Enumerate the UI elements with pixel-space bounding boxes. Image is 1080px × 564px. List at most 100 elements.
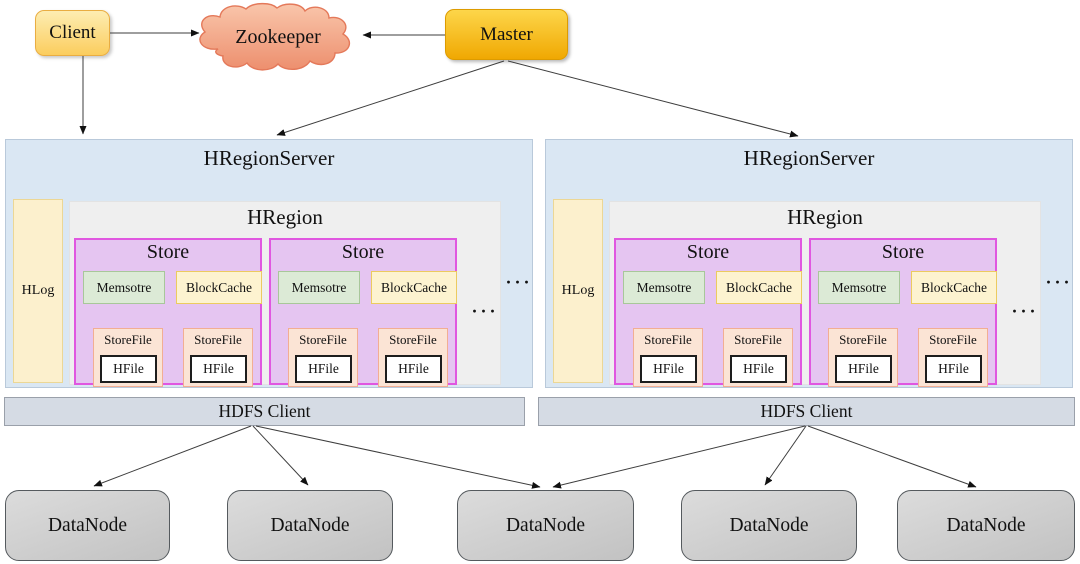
hregion-title: HRegion: [247, 205, 323, 229]
hfile-box: HFile: [640, 355, 697, 383]
arrow-hdfs1-to-datanode2: [252, 425, 309, 486]
storefile-label: StoreFile: [389, 332, 437, 347]
hlog-label: HLog: [561, 283, 595, 298]
storefile-label: StoreFile: [299, 332, 347, 347]
datanode-1: DataNode: [5, 490, 170, 561]
hfile-box: HFile: [100, 355, 157, 383]
blockcache-box: BlockCache: [716, 271, 802, 304]
datanode-3: DataNode: [457, 490, 634, 561]
zookeeper-node: Zookeeper: [192, 1, 364, 74]
store-title: Store: [686, 241, 730, 263]
storefile-label: StoreFile: [929, 332, 977, 347]
hfile-label: HFile: [653, 361, 684, 376]
storefile-label: StoreFile: [194, 332, 242, 347]
arrow-hdfs2-to-datanode3: [552, 425, 806, 489]
memstore-box: Memsotre: [83, 271, 165, 304]
blockcache-label: BlockCache: [381, 279, 447, 295]
hfile-box: HFile: [835, 355, 892, 383]
storefile-box: StoreFile HFile: [633, 328, 703, 387]
datanode-label: DataNode: [47, 514, 128, 536]
blockcache-label: BlockCache: [921, 279, 987, 295]
datanode-4: DataNode: [681, 490, 857, 561]
arrow-master-to-server2: [507, 60, 799, 138]
arrow-hdfs2-to-datanode4: [764, 425, 807, 486]
arrow-hdfs1-to-datanode1: [93, 425, 252, 487]
hfile-label: HFile: [113, 361, 144, 376]
zookeeper-cloud-shape: [192, 1, 364, 74]
hfile-label: HFile: [398, 361, 429, 376]
storefile-label: StoreFile: [644, 332, 692, 347]
hregion-box: HRegion Store Memsotre BlockCache StoreF…: [69, 201, 501, 387]
datanode-5: DataNode: [897, 490, 1075, 561]
hdfs-client-label: HDFS Client: [218, 401, 311, 421]
store-title: Store: [341, 241, 385, 263]
storefile-box: StoreFile HFile: [828, 328, 898, 387]
hfile-box: HFile: [925, 355, 982, 383]
store-title: Store: [146, 241, 190, 263]
storefile-box: StoreFile HFile: [723, 328, 793, 387]
region-server-title: HRegionServer: [743, 146, 875, 170]
datanode-label: DataNode: [270, 514, 350, 536]
blockcache-box: BlockCache: [911, 271, 997, 304]
more-stores-ellipsis: ···: [1011, 301, 1039, 321]
memstore-label: Memsotre: [291, 279, 347, 295]
zookeeper-label: Zookeeper: [235, 26, 321, 48]
datanode-label: DataNode: [505, 514, 586, 536]
client-label: Client: [49, 22, 96, 43]
region-server-1: HRegionServer HLog HRegion Store Memsotr…: [5, 139, 533, 388]
hfile-box: HFile: [295, 355, 352, 383]
datanode-label: DataNode: [946, 514, 1026, 536]
hdfs-client-bar-1: HDFS Client: [4, 397, 525, 426]
cloud-icon: [199, 2, 351, 71]
storefile-box: StoreFile HFile: [378, 328, 448, 387]
hlog-box: HLog: [553, 199, 603, 383]
blockcache-label: BlockCache: [726, 279, 792, 295]
hfile-box: HFile: [385, 355, 442, 383]
master-label: Master: [480, 23, 533, 45]
storefile-label: StoreFile: [839, 332, 887, 347]
blockcache-box: BlockCache: [371, 271, 457, 304]
client-node: Client: [35, 10, 110, 56]
store-box: Store Memsotre BlockCache StoreFile HFil…: [269, 238, 457, 387]
store-box: Store Memsotre BlockCache StoreFile HFil…: [809, 238, 997, 387]
memstore-label: Memsotre: [831, 279, 887, 295]
storefile-label: StoreFile: [734, 332, 782, 347]
memstore-box: Memsotre: [278, 271, 360, 304]
store-box: Store Memsotre BlockCache StoreFile HFil…: [74, 238, 262, 387]
arrow-hdfs2-to-datanode5: [807, 425, 977, 488]
store-title: Store: [881, 241, 925, 263]
hfile-label: HFile: [743, 361, 774, 376]
hregion-title: HRegion: [787, 205, 863, 229]
blockcache-box: BlockCache: [176, 271, 262, 304]
storefile-box: StoreFile HFile: [183, 328, 253, 387]
memstore-label: Memsotre: [96, 279, 152, 295]
datanode-2: DataNode: [227, 490, 393, 561]
memstore-box: Memsotre: [818, 271, 900, 304]
hdfs-client-label: HDFS Client: [760, 401, 853, 421]
storefile-box: StoreFile HFile: [918, 328, 988, 387]
hfile-label: HFile: [308, 361, 339, 376]
hfile-box: HFile: [190, 355, 247, 383]
hfile-label: HFile: [938, 361, 969, 376]
memstore-box: Memsotre: [623, 271, 705, 304]
master-node: Master: [445, 9, 568, 60]
hfile-label: HFile: [848, 361, 879, 376]
arrow-hdfs1-to-datanode3: [255, 425, 541, 489]
store-box: Store Memsotre BlockCache StoreFile HFil…: [614, 238, 802, 387]
hlog-box: HLog: [13, 199, 63, 383]
more-hregions-ellipsis: ···: [505, 272, 533, 292]
more-hregions-ellipsis: ···: [1045, 272, 1073, 292]
memstore-label: Memsotre: [636, 279, 692, 295]
region-server-title: HRegionServer: [203, 146, 335, 170]
datanode-label: DataNode: [729, 514, 809, 536]
hregion-box: HRegion Store Memsotre BlockCache StoreF…: [609, 201, 1041, 387]
storefile-box: StoreFile HFile: [93, 328, 163, 387]
hdfs-client-bar-2: HDFS Client: [538, 397, 1075, 426]
storefile-label: StoreFile: [104, 332, 152, 347]
hfile-box: HFile: [730, 355, 787, 383]
storefile-box: StoreFile HFile: [288, 328, 358, 387]
blockcache-label: BlockCache: [186, 279, 252, 295]
region-server-2: HRegionServer HLog HRegion Store Memsotr…: [545, 139, 1073, 388]
hlog-label: HLog: [21, 283, 55, 298]
